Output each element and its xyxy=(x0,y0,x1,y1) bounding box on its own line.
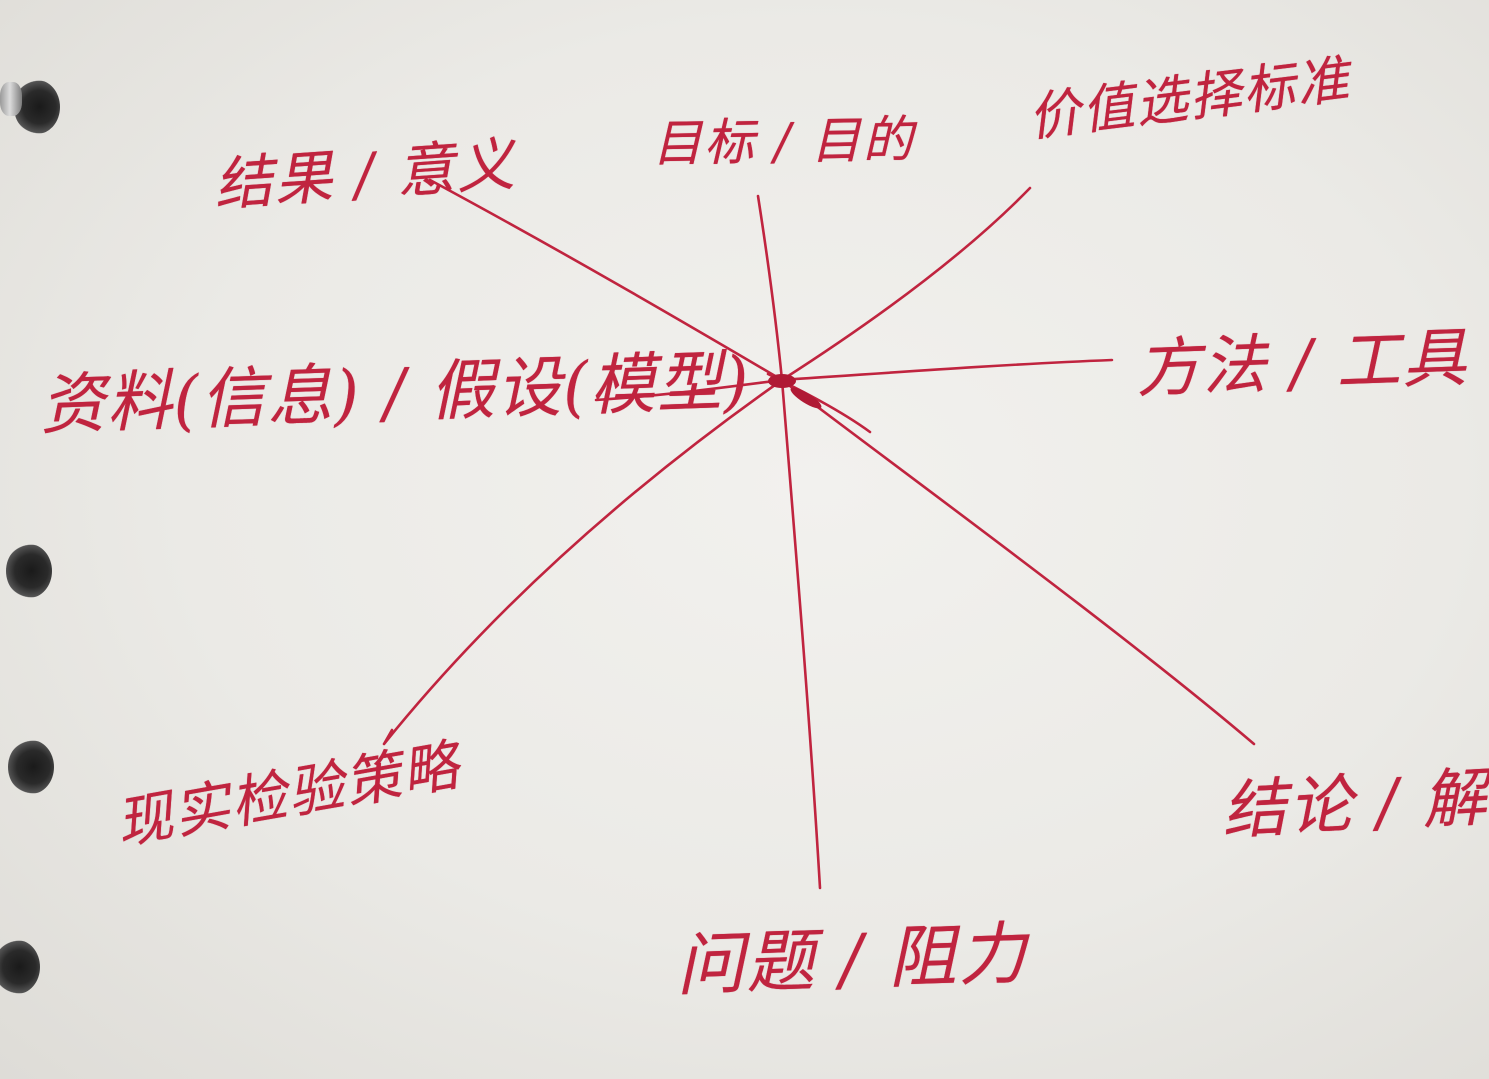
label-right: 方法 / 工具 xyxy=(1134,321,1470,407)
spoke-bottom-left xyxy=(382,378,784,746)
ring-hole-2 xyxy=(6,544,52,598)
spoke-left xyxy=(594,378,784,402)
spoke-bottom xyxy=(780,378,822,890)
spoke-top-left xyxy=(428,178,784,382)
ring-hole-3 xyxy=(8,740,54,794)
spoke-top xyxy=(756,194,784,382)
ring-metal-1 xyxy=(0,82,22,116)
label-top: 目标 / 目的 xyxy=(651,110,916,173)
spoke-top-right xyxy=(780,186,1032,382)
ring-hole-4 xyxy=(0,940,40,994)
label-bottom-right: 结论 / 解释 xyxy=(1220,757,1489,849)
spoke-lines xyxy=(382,178,1256,890)
center-knot xyxy=(768,374,822,409)
label-bottom: 问题 / 阻力 xyxy=(674,914,1030,1006)
spoke-bottom-right xyxy=(780,378,1256,746)
ring-hole-1 xyxy=(14,80,60,134)
spoke-right xyxy=(780,358,1114,382)
